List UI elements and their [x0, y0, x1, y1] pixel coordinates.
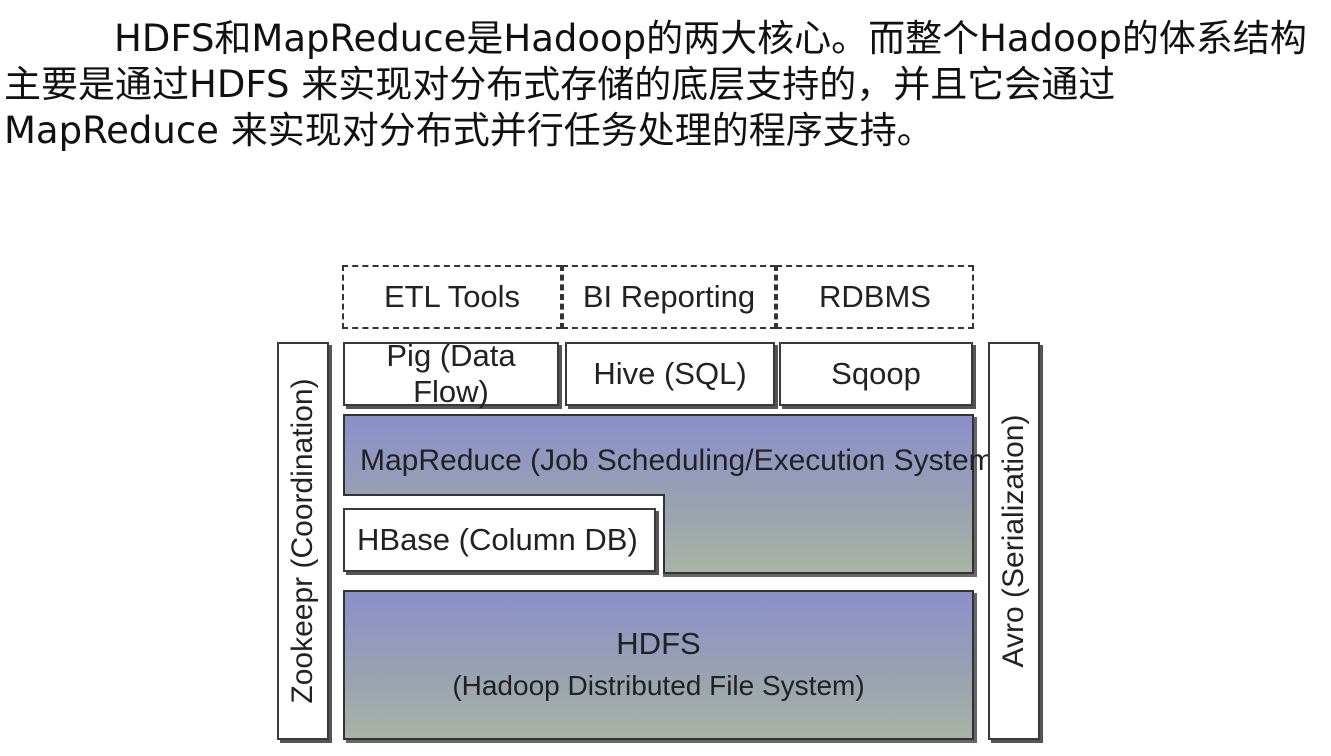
- etl-tools-box: ETL Tools: [342, 265, 562, 329]
- avro-label: Avro (Serialization): [997, 414, 1030, 668]
- bi-reporting-label: BI Reporting: [582, 279, 756, 314]
- zookeeper-label: Zookeepr (Coordination): [286, 378, 319, 704]
- hdfs-text: HDFS (Hadoop Distributed File System): [452, 623, 864, 707]
- pig-label: Pig (Data Flow): [386, 338, 516, 409]
- mapreduce-notch-edge-side: [663, 494, 665, 574]
- paragraph-line-1: HDFS和MapReduce是Hadoop的两大核心。而整个Hadoop的体系结…: [114, 17, 1307, 60]
- hdfs-title: HDFS: [616, 626, 701, 661]
- intro-paragraph: HDFS和MapReduce是Hadoop的两大核心。而整个Hadoop的体系结…: [4, 16, 1329, 154]
- rdbms-label: RDBMS: [819, 279, 931, 314]
- mapreduce-label: MapReduce (Job Scheduling/Execution Syst…: [360, 444, 1004, 477]
- rdbms-box: RDBMS: [776, 265, 974, 329]
- zookeeper-column: Zookeepr (Coordination): [277, 342, 329, 740]
- paragraph-line-2: 主要是通过HDFS 来实现对分布式存储的底层支持的，并且它会通过: [4, 63, 1116, 106]
- pig-box: Pig (Data Flow): [343, 338, 559, 409]
- mapreduce-notch-edge-top: [343, 494, 665, 496]
- hive-box: Hive (SQL): [565, 342, 775, 406]
- avro-column: Avro (Serialization): [988, 342, 1040, 740]
- hdfs-band: HDFS (Hadoop Distributed File System): [343, 590, 974, 740]
- hbase-label: HBase (Column DB): [357, 522, 638, 557]
- hdfs-subtitle: (Hadoop Distributed File System): [452, 670, 865, 701]
- hive-label: Hive (SQL): [593, 356, 747, 391]
- paragraph-line-3: MapReduce 来实现对分布式并行任务处理的程序支持。: [4, 109, 934, 152]
- hbase-box: HBase (Column DB): [343, 508, 656, 572]
- bi-reporting-box: BI Reporting: [562, 265, 776, 329]
- sqoop-label: Sqoop: [831, 356, 921, 391]
- etl-tools-label: ETL Tools: [383, 279, 521, 314]
- sqoop-box: Sqoop: [779, 342, 973, 406]
